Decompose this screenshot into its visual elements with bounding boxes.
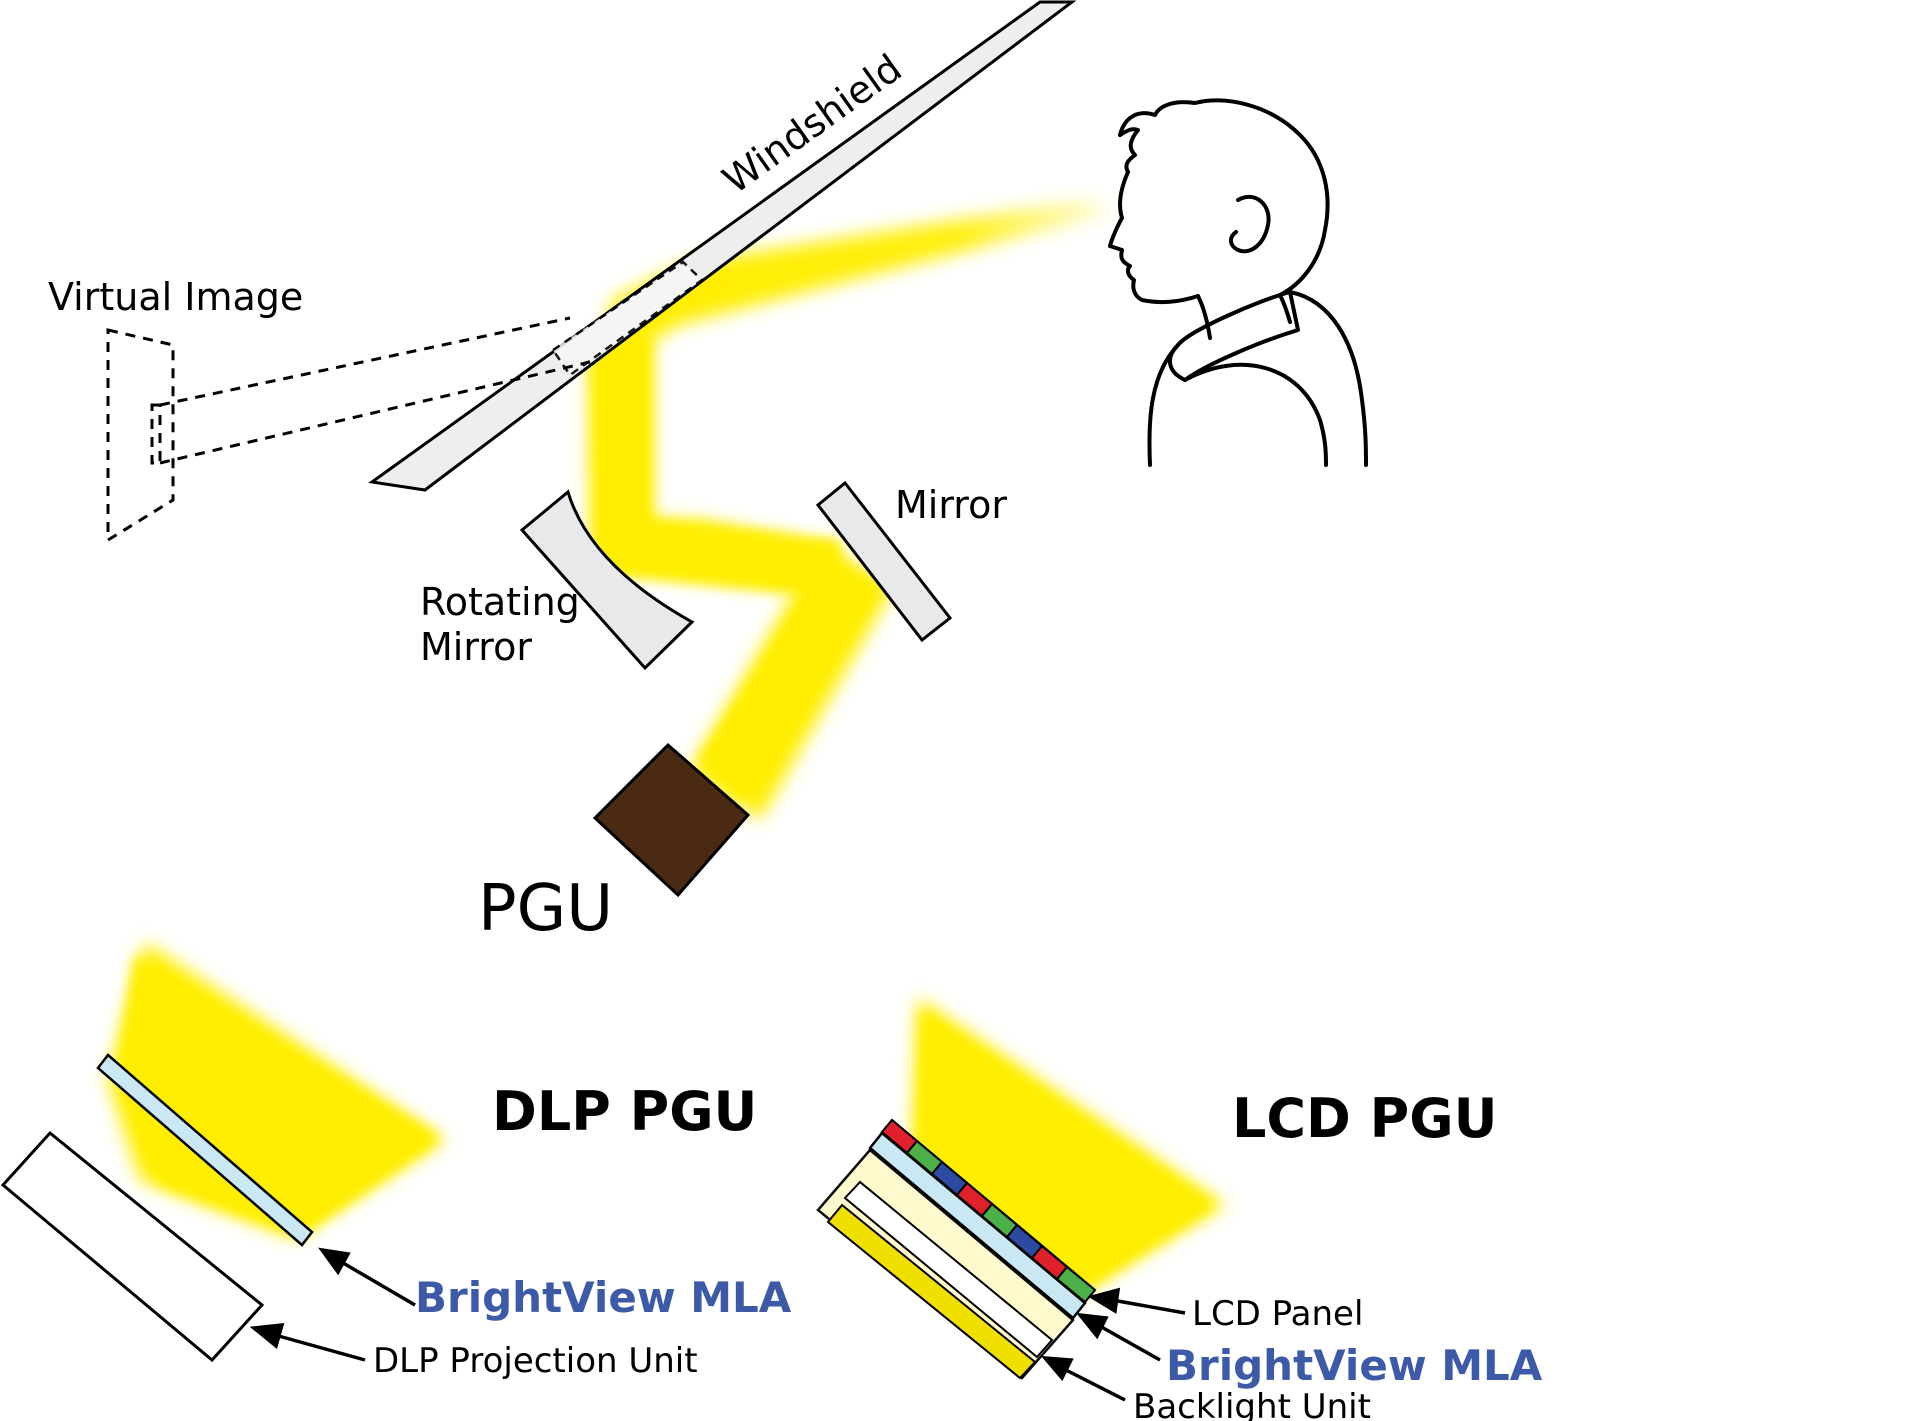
lcd-arrows (1040, 1287, 1186, 1402)
lcd-color-filter (880, 1118, 1097, 1304)
virtual-image-label: Virtual Image (48, 275, 303, 319)
rotating-mirror (519, 489, 695, 671)
lcd-pgu: LCD PGU LCD Panel BrightView MLA Backlig… (816, 998, 1543, 1421)
lcd-panel-label: LCD Panel (1192, 1294, 1363, 1334)
rotating-mirror-label-line2: Mirror (420, 625, 532, 669)
dlp-projection-unit-label: DLP Projection Unit (373, 1341, 698, 1381)
pgu-box (592, 742, 751, 898)
dlp-heading: DLP PGU (492, 1080, 757, 1143)
rotating-mirror-label-line1: Rotating (420, 580, 580, 624)
lcd-heading: LCD PGU (1232, 1087, 1497, 1150)
dlp-mla-label: BrightView MLA (415, 1273, 792, 1322)
lcd-backlight-unit (816, 1148, 1075, 1380)
pgu-label: PGU (478, 872, 613, 946)
backlight-unit-label: Backlight Unit (1133, 1387, 1371, 1421)
dlp-projection-box (0, 1130, 265, 1363)
dlp-arrows (249, 1247, 416, 1362)
virtual-image (106, 316, 591, 543)
mirror-label: Mirror (895, 483, 1007, 527)
lcd-mla-layer (868, 1131, 1087, 1320)
person-icon (1108, 98, 1368, 467)
light-path-core (592, 335, 875, 800)
flat-mirror (815, 480, 953, 643)
beam-windshield-to-eye (600, 200, 1115, 372)
dlp-mla-plate (96, 1053, 314, 1247)
lcd-mla-label: BrightView MLA (1166, 1341, 1543, 1390)
dlp-pgu: DLP PGU BrightView MLA DLP Projection Un… (0, 942, 792, 1381)
